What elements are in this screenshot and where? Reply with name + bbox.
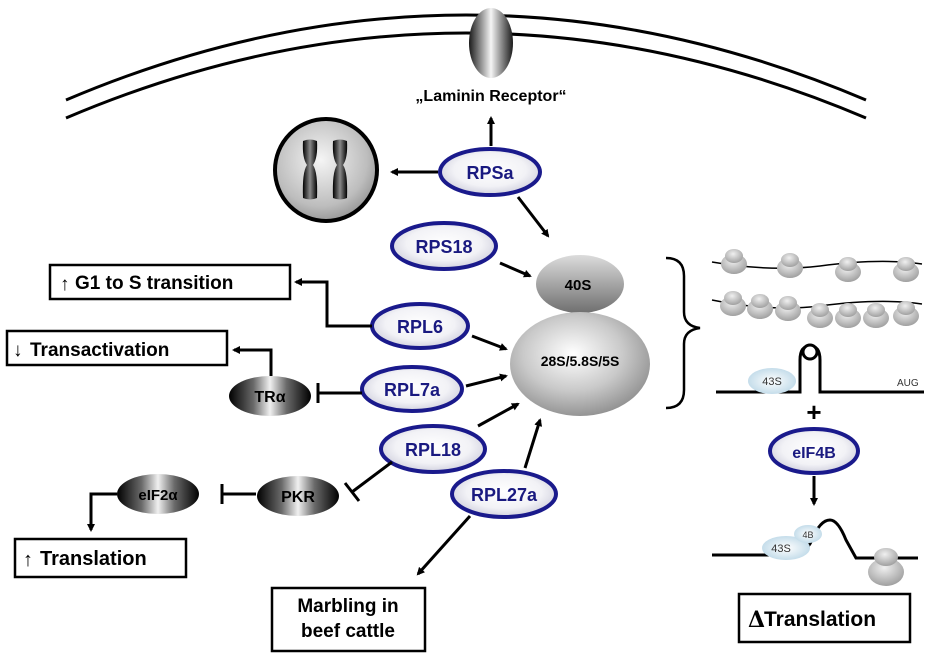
arrow-rpsa-to-40s xyxy=(516,196,550,238)
aug-label: AUG xyxy=(897,378,919,389)
polysome-panel xyxy=(711,249,923,328)
plus-sign: + xyxy=(806,397,821,427)
inhibition-lines xyxy=(220,383,393,504)
arrow-rpl6-to-g1s xyxy=(294,278,372,328)
node-pkr: PKR xyxy=(257,476,339,516)
svg-text:G1 to S transition: G1 to S transition xyxy=(75,273,233,294)
svg-text:RPL6: RPL6 xyxy=(397,317,443,337)
svg-text:eIF4B: eIF4B xyxy=(792,445,836,462)
svg-text:↑: ↑ xyxy=(60,274,70,295)
svg-text:↓: ↓ xyxy=(13,340,23,361)
scan-4b-label: 4B xyxy=(802,530,813,540)
ribosome-40s xyxy=(536,255,624,313)
laminin-receptor-label: „Laminin Receptor“ xyxy=(415,88,566,105)
svg-text:RPL27a: RPL27a xyxy=(471,485,538,505)
svg-text:Translation: Translation xyxy=(40,548,147,570)
chromosome-icon xyxy=(302,139,348,200)
svg-text:Transactivation: Transactivation xyxy=(30,340,169,361)
svg-text:PKR: PKR xyxy=(281,489,315,506)
svg-text:RPS18: RPS18 xyxy=(415,237,472,257)
svg-text:eIF2α: eIF2α xyxy=(138,487,178,504)
scan-43s-label: 43S xyxy=(771,543,791,555)
arrow-rpl27a-to-marbling xyxy=(416,514,472,576)
scan-ribosome-icon xyxy=(868,558,904,586)
box-translation: ↑ Translation xyxy=(13,537,188,579)
svg-text:↑: ↑ xyxy=(23,549,33,571)
svg-text:RPL18: RPL18 xyxy=(405,440,461,460)
protein-rpl6: RPL6 xyxy=(370,302,470,350)
protein-eif4b: eIF4B xyxy=(768,427,860,475)
protein-rpl7a: RPL7a xyxy=(360,365,464,413)
scanning-panel: 43S 4B xyxy=(712,518,918,586)
svg-text:TRα: TRα xyxy=(254,389,285,406)
arrow-rpl27a-to-large xyxy=(523,418,543,469)
ribosome-large-subunit xyxy=(510,312,650,416)
arrow-rpl18-to-large xyxy=(477,402,520,428)
arrow-rps18-to-40s xyxy=(499,261,532,278)
cell-membrane-inner xyxy=(65,31,867,120)
ribosome-large-label: 28S/5.8S/5S xyxy=(541,353,620,369)
arrow-eif2a-to-translation xyxy=(87,492,117,532)
curly-brace xyxy=(665,256,701,410)
ribosome-40s-label: 40S xyxy=(565,277,592,294)
nucleus xyxy=(273,117,379,223)
svg-text:RPSa: RPSa xyxy=(466,163,514,183)
protein-rpsa: RPSa xyxy=(438,147,542,197)
box-g1-s-transition: ↑ G1 to S transition xyxy=(48,263,292,301)
svg-text:Δ: Δ xyxy=(748,607,765,633)
arrow-tra-to-transactivation xyxy=(232,346,273,376)
arrows xyxy=(87,116,818,576)
svg-text:Marbling in: Marbling in xyxy=(297,596,398,617)
svg-text:RPL7a: RPL7a xyxy=(384,380,441,400)
arrow-rpl7a-to-large xyxy=(465,373,508,388)
box-marbling: Marbling in beef cattle xyxy=(270,586,427,653)
svg-text:beef cattle: beef cattle xyxy=(301,621,395,642)
svg-text:Translation: Translation xyxy=(764,608,876,631)
mrna-hairpin-panel: 43S AUG + xyxy=(716,343,924,427)
box-delta-translation: Δ Translation xyxy=(737,592,912,644)
node-eif2a: eIF2α xyxy=(117,474,199,514)
protein-rpl18: RPL18 xyxy=(379,424,487,474)
node-tra: TRα xyxy=(229,376,311,416)
protein-rps18: RPS18 xyxy=(390,221,498,271)
arrow-rpl6-to-large xyxy=(471,334,508,351)
protein-rpl27a: RPL27a xyxy=(450,469,558,519)
mrna-43s-label: 43S xyxy=(762,376,782,388)
box-transactivation: ↓ Transactivation xyxy=(5,329,229,367)
cell-membrane-outer xyxy=(65,13,867,102)
laminin-receptor-shape xyxy=(469,8,513,78)
